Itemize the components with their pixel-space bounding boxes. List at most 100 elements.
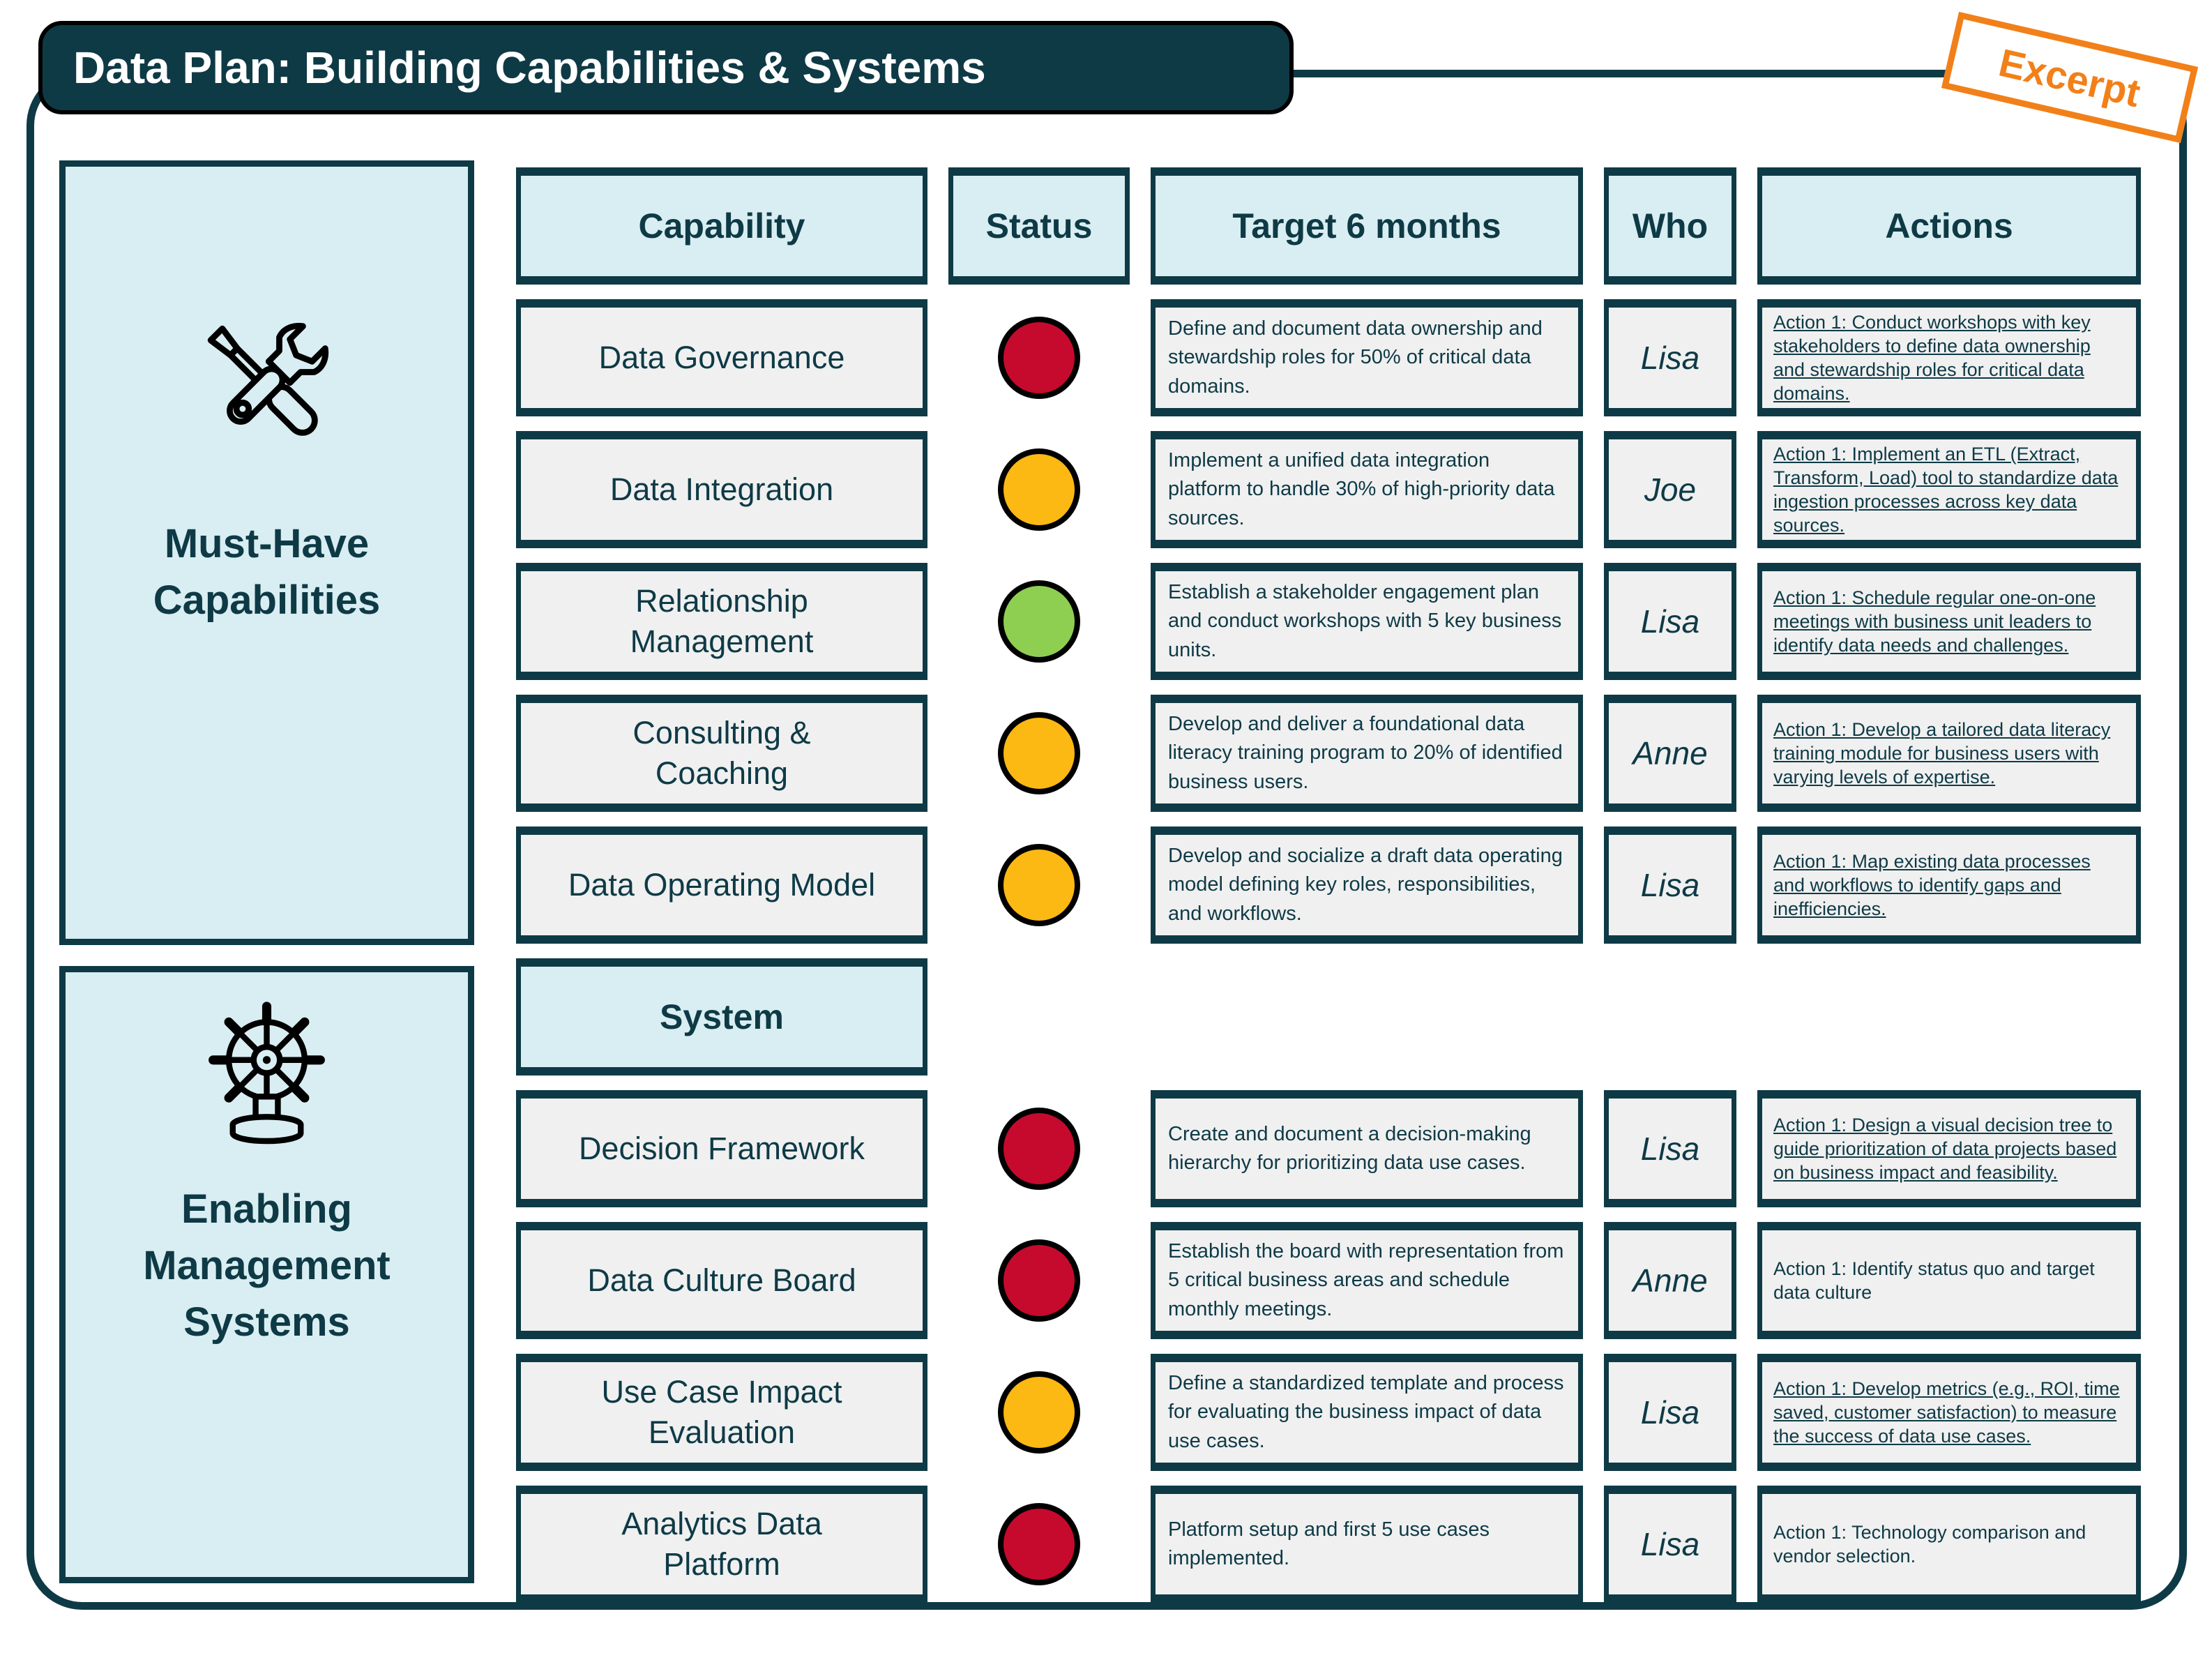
target-cell: Platform setup and first 5 use cases imp… — [1151, 1486, 1583, 1603]
status-indicator-amber — [998, 448, 1080, 531]
who-cell-text: Lisa — [1640, 867, 1700, 903]
who-cell-text: Anne — [1633, 1262, 1708, 1299]
target-cell: Establish the board with representation … — [1151, 1222, 1583, 1339]
target-cell-text: Define a standardized template and proce… — [1168, 1372, 1564, 1452]
target-cell-text: Define and document data ownership and s… — [1168, 317, 1543, 398]
target-cell: Define a standardized template and proce… — [1151, 1354, 1583, 1471]
actions-cell: Action 1: Technology comparison and vend… — [1757, 1486, 2141, 1603]
tools-icon — [207, 322, 329, 436]
target-cell: Define and document data ownership and s… — [1151, 299, 1583, 416]
target-cell: Establish a stakeholder engagement plan … — [1151, 563, 1583, 680]
capability-cell: Decision Framework — [516, 1090, 927, 1207]
status-indicator-red — [998, 1239, 1080, 1322]
column-header-actions-text: Actions — [1885, 206, 2013, 246]
actions-cell-text: Action 1: Implement an ETL (Extract, Tra… — [1773, 443, 2119, 536]
who-cell: Lisa — [1604, 827, 1736, 944]
status-indicator-red — [998, 1108, 1080, 1190]
page-title: Data Plan: Building Capabilities & Syste… — [38, 21, 1294, 114]
who-cell: Lisa — [1604, 563, 1736, 680]
target-cell: Develop and deliver a foundational data … — [1151, 695, 1583, 812]
target-cell: Develop and socialize a draft data opera… — [1151, 827, 1583, 944]
actions-cell-text: Action 1: Develop a tailored data litera… — [1773, 718, 2111, 787]
who-cell: Lisa — [1604, 1090, 1736, 1207]
who-cell-text: Lisa — [1640, 1526, 1700, 1562]
actions-cell-text: Action 1: Technology comparison and vend… — [1773, 1521, 2086, 1567]
status-indicator-amber — [998, 712, 1080, 794]
capability-cell: Data Governance — [516, 299, 927, 416]
status-cell — [948, 695, 1130, 812]
actions-cell-text: Action 1: Map existing data processes an… — [1773, 850, 2091, 919]
column-header-who-text: Who — [1632, 206, 1709, 246]
capability-cell-text: Use Case Impact Evaluation — [601, 1373, 842, 1451]
status-cell — [948, 299, 1130, 416]
sidebar-group-must-have-capabilities: Must-Have Capabilities — [59, 160, 474, 945]
status-indicator-amber — [998, 844, 1080, 926]
actions-cell: Action 1: Develop metrics (e.g., ROI, ti… — [1757, 1354, 2141, 1471]
capability-cell-text: Decision Framework — [578, 1130, 865, 1166]
target-cell-text: Develop and socialize a draft data opera… — [1168, 845, 1563, 925]
actions-cell-text: Action 1: Conduct workshops with key sta… — [1773, 311, 2091, 405]
capability-cell: Data Culture Board — [516, 1222, 927, 1339]
status-indicator-red — [998, 317, 1080, 399]
target-cell-text: Establish a stakeholder engagement plan … — [1168, 581, 1562, 661]
actions-cell: Action 1: Design a visual decision tree … — [1757, 1090, 2141, 1207]
who-cell-text: Lisa — [1640, 603, 1700, 640]
actions-cell: Action 1: Map existing data processes an… — [1757, 827, 2141, 944]
capability-cell-text: Consulting & Coaching — [632, 714, 811, 792]
target-cell-text: Develop and deliver a foundational data … — [1168, 713, 1563, 793]
actions-cell: Action 1: Implement an ETL (Extract, Tra… — [1757, 431, 2141, 548]
sidebar-group-label: Must-Have Capabilities — [153, 520, 381, 623]
capability-cell-text: Data Operating Model — [568, 866, 876, 903]
capability-cell: Data Integration — [516, 431, 927, 548]
target-cell: Create and document a decision-making hi… — [1151, 1090, 1583, 1207]
who-cell-text: Lisa — [1640, 1131, 1700, 1167]
actions-cell: Action 1: Schedule regular one-on-one me… — [1757, 563, 2141, 680]
section-header-system-text: System — [660, 997, 784, 1036]
who-cell: Lisa — [1604, 1354, 1736, 1471]
who-cell: Joe — [1604, 431, 1736, 548]
actions-cell: Action 1: Conduct workshops with key sta… — [1757, 299, 2141, 416]
who-cell-text: Anne — [1633, 735, 1708, 771]
status-cell — [948, 1090, 1130, 1207]
column-header-who: Who — [1604, 167, 1736, 285]
column-header-target-6-months-text: Target 6 months — [1232, 206, 1501, 246]
sidebar-group-label: Enabling Management Systems — [143, 1186, 391, 1345]
actions-cell-text: Action 1: Identify status quo and target… — [1773, 1258, 2095, 1303]
actions-cell: Action 1: Identify status quo and target… — [1757, 1222, 2141, 1339]
status-indicator-amber — [998, 1371, 1080, 1454]
sidebar-group-enabling-management-systems: Enabling Management Systems — [59, 966, 474, 1583]
capability-cell: Analytics Data Platform — [516, 1486, 927, 1603]
status-cell — [948, 1486, 1130, 1603]
capability-cell: Consulting & Coaching — [516, 695, 927, 812]
capability-cell-text: Data Governance — [598, 339, 845, 375]
actions-cell-text: Action 1: Schedule regular one-on-one me… — [1773, 587, 2096, 656]
helm-icon — [209, 1002, 325, 1145]
status-indicator-green — [998, 580, 1080, 663]
target-cell-text: Implement a unified data integration pla… — [1168, 449, 1555, 529]
status-cell — [948, 1354, 1130, 1471]
column-header-capability: Capability — [516, 167, 927, 285]
page-title-text: Data Plan: Building Capabilities & Syste… — [73, 43, 986, 93]
who-cell: Anne — [1604, 1222, 1736, 1339]
status-cell — [948, 563, 1130, 680]
who-cell-text: Lisa — [1640, 340, 1700, 376]
column-header-target-6-months: Target 6 months — [1151, 167, 1583, 285]
section-header-system: System — [516, 958, 927, 1075]
actions-cell-text: Action 1: Design a visual decision tree … — [1773, 1114, 2117, 1183]
who-cell-text: Joe — [1644, 471, 1697, 508]
status-cell — [948, 1222, 1130, 1339]
capability-cell: Use Case Impact Evaluation — [516, 1354, 927, 1471]
target-cell-text: Create and document a decision-making hi… — [1168, 1122, 1531, 1174]
capability-cell: Data Operating Model — [516, 827, 927, 944]
capability-cell: Relationship Management — [516, 563, 927, 680]
capability-cell-text: Analytics Data Platform — [621, 1505, 822, 1583]
actions-cell: Action 1: Develop a tailored data litera… — [1757, 695, 2141, 812]
column-header-actions: Actions — [1757, 167, 2141, 285]
who-cell: Anne — [1604, 695, 1736, 812]
excerpt-stamp-text: Excerpt — [1994, 40, 2145, 115]
column-header-status-text: Status — [985, 206, 1093, 246]
who-cell: Lisa — [1604, 1486, 1736, 1603]
status-cell — [948, 827, 1130, 944]
target-cell-text: Platform setup and first 5 use cases imp… — [1168, 1518, 1490, 1569]
